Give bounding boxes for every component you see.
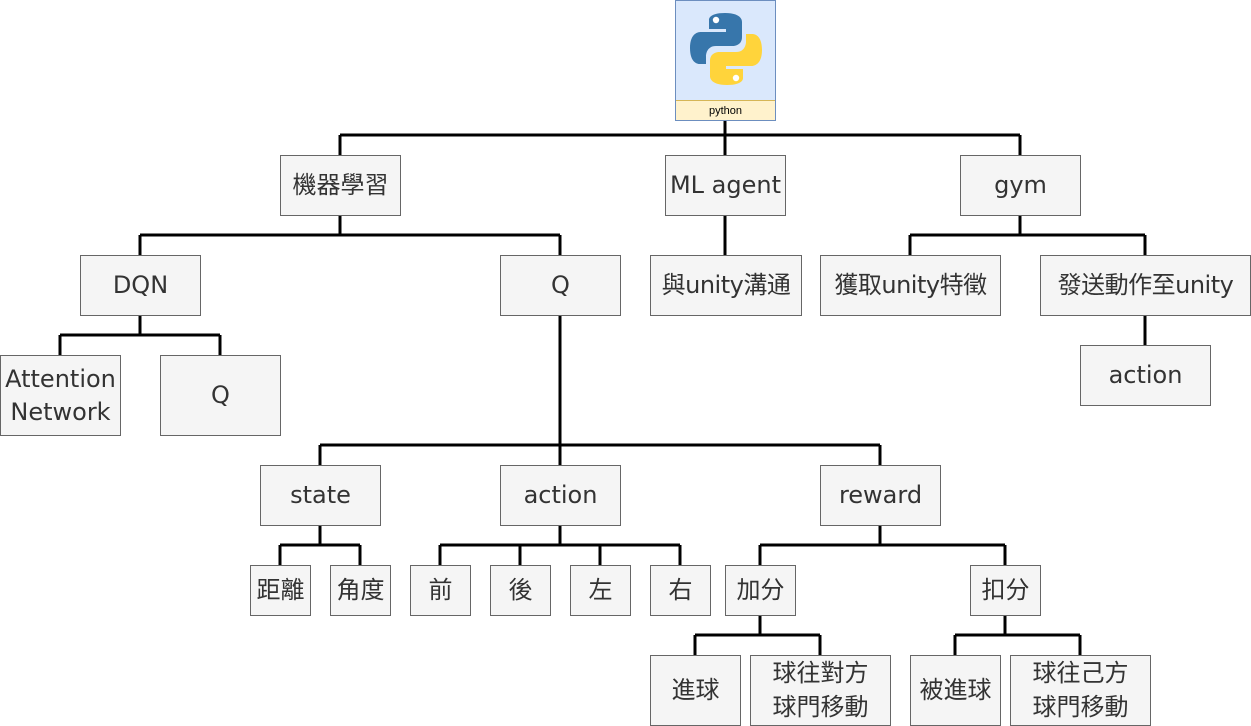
edge-dqn-children — [58, 315, 222, 355]
node-goal-conceded[interactable]: 被進球 — [910, 655, 1001, 726]
node-q-network[interactable]: Q — [160, 355, 281, 436]
edge-action-children — [438, 525, 682, 565]
node-attention-network[interactable]: Attention Network — [0, 355, 121, 436]
edge-q-children — [318, 315, 882, 465]
node-distance[interactable]: 距離 — [250, 565, 311, 616]
node-left[interactable]: 左 — [570, 565, 631, 616]
edge-plus-children — [693, 615, 822, 655]
node-dqn[interactable]: DQN — [80, 255, 201, 316]
node-goal-scored[interactable]: 進球 — [650, 655, 741, 726]
edge-reward-children — [758, 525, 1007, 565]
edge-gym-children — [908, 215, 1147, 255]
node-right[interactable]: 右 — [650, 565, 711, 616]
node-q[interactable]: Q — [500, 255, 621, 316]
node-angle[interactable]: 角度 — [330, 565, 391, 616]
python-logo-icon — [690, 13, 762, 85]
node-back[interactable]: 後 — [490, 565, 551, 616]
node-add-points[interactable]: 加分 — [725, 565, 796, 616]
node-ml-agent[interactable]: ML agent — [665, 155, 786, 216]
node-machine-learning[interactable]: 機器學習 — [280, 155, 401, 216]
node-state[interactable]: state — [260, 465, 381, 526]
edge-python-children — [338, 121, 1022, 155]
node-deduct-points[interactable]: 扣分 — [970, 565, 1041, 616]
python-label: python — [676, 100, 775, 120]
node-gym[interactable]: gym — [960, 155, 1081, 216]
edge-minus-children — [953, 615, 1082, 655]
node-forward[interactable]: 前 — [410, 565, 471, 616]
python-root-node[interactable]: python — [675, 0, 776, 121]
node-action[interactable]: action — [500, 465, 621, 526]
node-send-action[interactable]: 發送動作至unity — [1040, 255, 1251, 316]
node-ball-to-opponent-goal[interactable]: 球往對方 球門移動 — [750, 655, 891, 726]
node-unity-features[interactable]: 獲取unity特徵 — [820, 255, 1001, 316]
node-unity-communication[interactable]: 與unity溝通 — [650, 255, 802, 316]
node-gym-action[interactable]: action — [1080, 345, 1211, 406]
node-ball-to-own-goal[interactable]: 球往己方 球門移動 — [1010, 655, 1151, 726]
node-reward[interactable]: reward — [820, 465, 941, 526]
edge-ml-children — [138, 215, 562, 255]
edge-state-children — [278, 525, 362, 565]
